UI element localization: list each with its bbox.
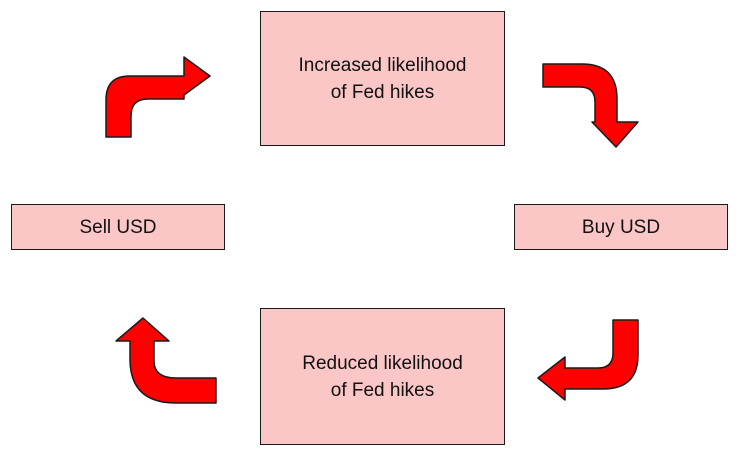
- curved-arrow-left-icon: [537, 319, 639, 401]
- curved-arrow-up-icon: [115, 317, 217, 404]
- node-sell-usd: Sell USD: [11, 204, 225, 250]
- curved-arrow-down-icon: [542, 63, 639, 148]
- node-reduced-likelihood: Reduced likelihood of Fed hikes: [260, 308, 505, 445]
- curved-arrow-right-icon: [105, 56, 211, 138]
- node-increased-likelihood: Increased likelihood of Fed hikes: [260, 11, 505, 146]
- node-buy-usd: Buy USD: [514, 204, 728, 250]
